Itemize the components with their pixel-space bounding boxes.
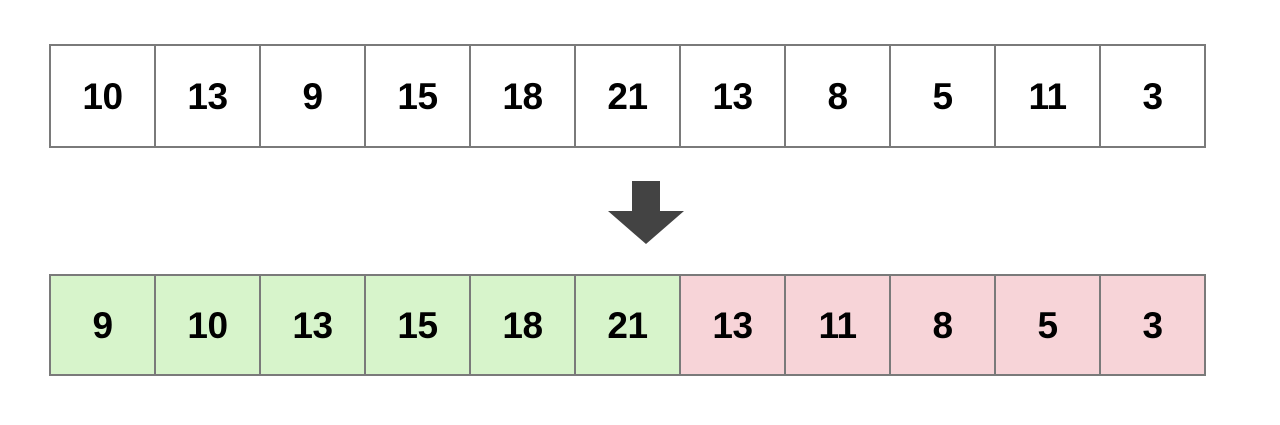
output-array-cell[interactable]: 13	[259, 274, 366, 376]
input-array-cell-value: 8	[827, 75, 848, 117]
output-array-cell-value: 5	[1037, 304, 1058, 346]
arrow-down-shape	[608, 181, 684, 244]
input-array-cell-value: 5	[932, 75, 953, 117]
output-array-cell-value: 10	[187, 304, 228, 346]
output-array-cell[interactable]: 10	[154, 274, 261, 376]
input-array-cell-value: 11	[1028, 75, 1067, 117]
input-array-row: 10 13 9 15 18 21 13 8 5 11 3	[49, 44, 1206, 148]
input-array-cell[interactable]: 3	[1099, 44, 1206, 148]
output-array-cell[interactable]: 9	[49, 274, 156, 376]
input-array-cell-value: 15	[397, 75, 438, 117]
output-array-cell-value: 8	[932, 304, 953, 346]
output-array-cell-value: 18	[502, 304, 543, 346]
input-array-cell[interactable]: 18	[469, 44, 576, 148]
output-array-cell-value: 13	[292, 304, 333, 346]
output-array-cell-value: 11	[818, 304, 857, 346]
input-array-cell-value: 10	[82, 75, 123, 117]
input-array-cell-value: 13	[187, 75, 228, 117]
input-array-cell-value: 21	[607, 75, 648, 117]
input-array-cell[interactable]: 11	[994, 44, 1101, 148]
output-array-row: 9 10 13 15 18 21 13 11 8 5 3	[49, 274, 1206, 376]
output-array-cell[interactable]: 3	[1099, 274, 1206, 376]
input-array-cell[interactable]: 5	[889, 44, 996, 148]
input-array-cell-value: 18	[502, 75, 543, 117]
output-array-cell[interactable]: 21	[574, 274, 681, 376]
output-array-cell-value: 15	[397, 304, 438, 346]
input-array-cell[interactable]: 13	[679, 44, 786, 148]
input-array-cell-value: 13	[712, 75, 753, 117]
arrow-down-icon	[606, 181, 686, 245]
input-array-cell[interactable]: 8	[784, 44, 891, 148]
output-array-cell-value: 3	[1142, 304, 1163, 346]
input-array-cell-value: 9	[302, 75, 323, 117]
output-array-cell[interactable]: 15	[364, 274, 471, 376]
input-array-cell[interactable]: 21	[574, 44, 681, 148]
input-array-cell[interactable]: 13	[154, 44, 261, 148]
output-array-cell-value: 9	[92, 304, 113, 346]
input-array-cell-value: 3	[1142, 75, 1163, 117]
output-array-cell[interactable]: 5	[994, 274, 1101, 376]
output-array-cell-value: 13	[712, 304, 753, 346]
output-array-cell-value: 21	[607, 304, 648, 346]
input-array-cell[interactable]: 15	[364, 44, 471, 148]
output-array-cell[interactable]: 11	[784, 274, 891, 376]
input-array-cell[interactable]: 10	[49, 44, 156, 148]
output-array-cell[interactable]: 13	[679, 274, 786, 376]
output-array-cell[interactable]: 8	[889, 274, 996, 376]
output-array-cell[interactable]: 18	[469, 274, 576, 376]
input-array-cell[interactable]: 9	[259, 44, 366, 148]
